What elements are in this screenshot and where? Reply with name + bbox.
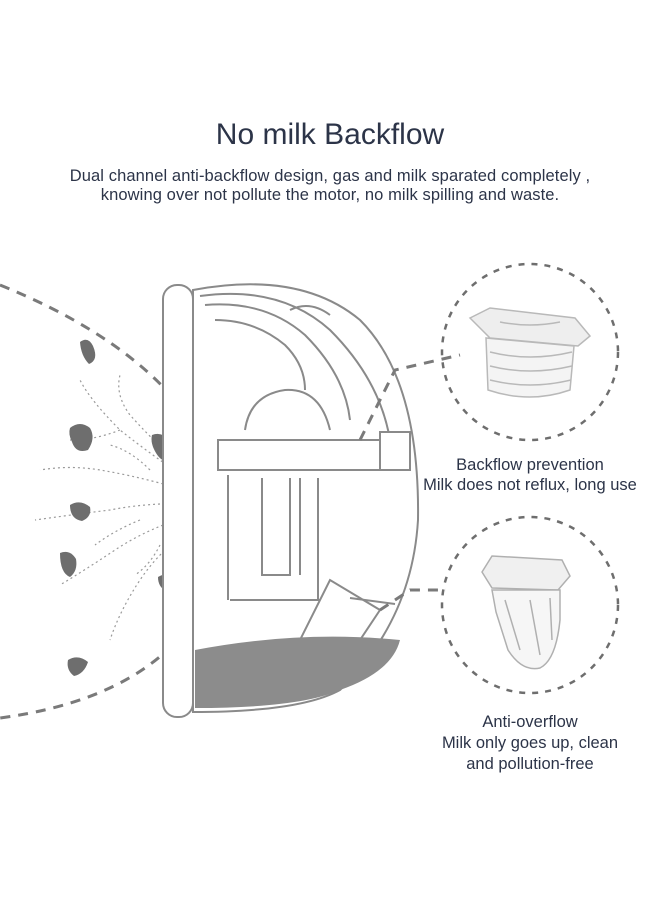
breast-shield-flange — [163, 285, 193, 717]
collected-milk — [195, 637, 400, 708]
backflow-valve-part — [470, 308, 590, 397]
anti-overflow-valve-part — [482, 556, 570, 669]
overflow-title: Anti-overflow — [380, 712, 660, 732]
overflow-description-line2: and pollution-free — [380, 754, 660, 774]
backflow-title: Backflow prevention — [380, 455, 660, 475]
overflow-description-line1: Milk only goes up, clean — [380, 733, 660, 753]
backflow-description: Milk does not reflux, long use — [380, 475, 660, 495]
